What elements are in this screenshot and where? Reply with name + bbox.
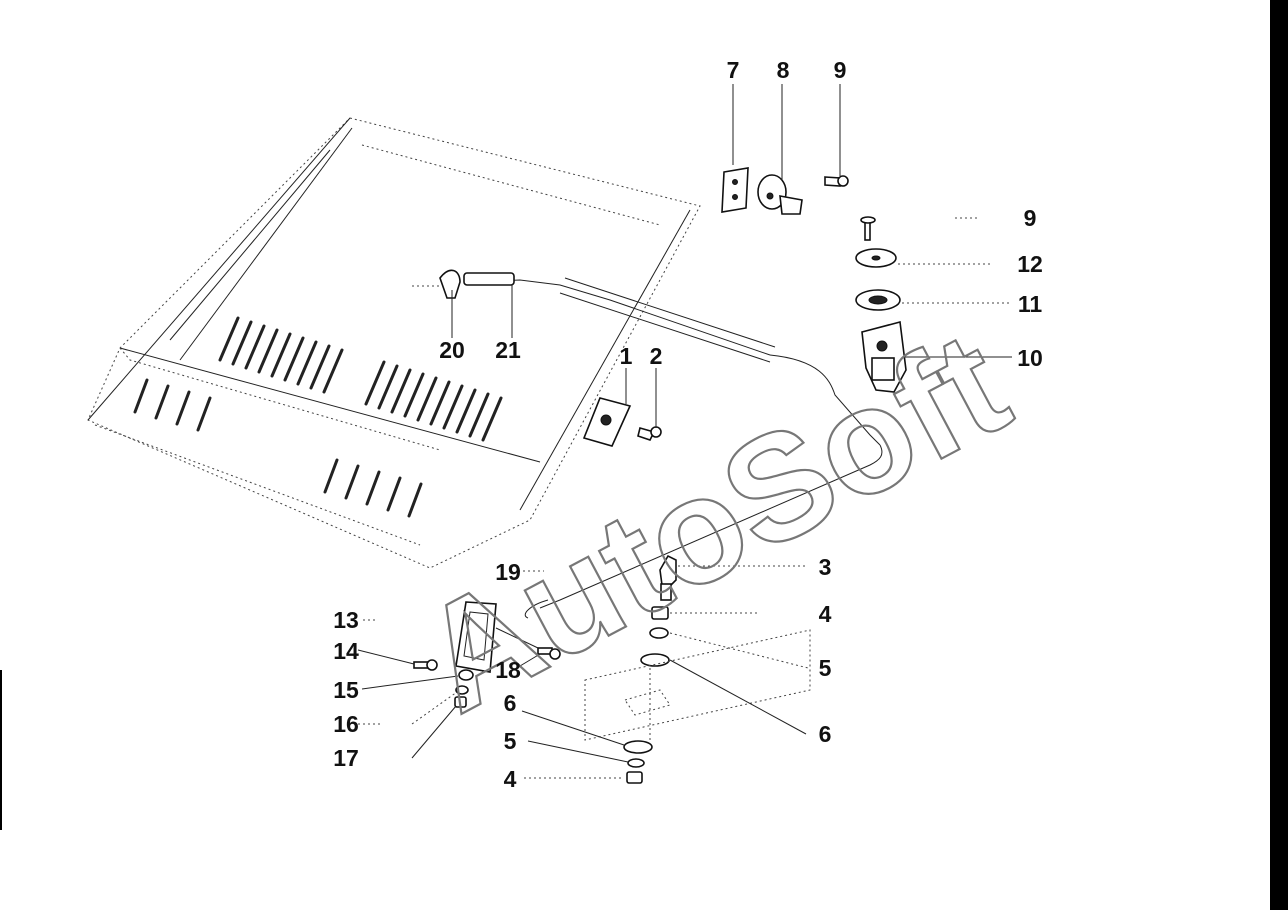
callout-6-left: 6 bbox=[504, 690, 517, 716]
callout-9-top: 9 bbox=[834, 57, 847, 83]
washer-6-upper bbox=[640, 653, 670, 667]
screw-18 bbox=[537, 647, 561, 660]
callout-17: 17 bbox=[333, 745, 359, 771]
release-cable bbox=[439, 269, 883, 619]
callout-9-right: 9 bbox=[1024, 205, 1037, 231]
plate-12 bbox=[855, 248, 897, 268]
screw-9-top bbox=[824, 175, 849, 187]
washer-16 bbox=[455, 685, 469, 695]
callout-7: 7 bbox=[727, 57, 740, 83]
callout-11: 11 bbox=[1018, 291, 1043, 317]
screw-2 bbox=[637, 426, 662, 441]
bracket-1 bbox=[582, 397, 632, 447]
callout-labels: 7 8 9 9 12 11 10 1 2 20 21 3 4 5 6 19 13… bbox=[333, 57, 1043, 792]
callout-21: 21 bbox=[495, 337, 521, 363]
hood-vent-slots bbox=[133, 316, 503, 518]
hinge-plate-7 bbox=[721, 167, 749, 213]
screw-9-right bbox=[860, 216, 876, 241]
rubber-bumper-8 bbox=[757, 174, 803, 215]
callout-4-left: 4 bbox=[504, 766, 517, 792]
callout-2: 2 bbox=[650, 343, 663, 369]
callout-1: 1 bbox=[620, 343, 633, 369]
callout-6-right: 6 bbox=[819, 721, 832, 747]
callout-18: 18 bbox=[495, 657, 521, 683]
callout-19: 19 bbox=[495, 559, 521, 585]
leader-lines bbox=[357, 84, 1012, 779]
hood-panel bbox=[87, 117, 701, 569]
washer-5-upper bbox=[649, 627, 669, 639]
safety-catch-13 bbox=[455, 601, 497, 673]
screw-14 bbox=[413, 659, 438, 671]
watermark-text: AutoSoft bbox=[394, 298, 1032, 744]
callout-5-right: 5 bbox=[819, 655, 832, 681]
callout-10: 10 bbox=[1017, 345, 1043, 371]
right-border bbox=[1270, 0, 1288, 910]
hood-lock-10 bbox=[861, 320, 907, 393]
washer-15 bbox=[458, 669, 474, 681]
striker-pin-3 bbox=[659, 554, 677, 601]
callout-15: 15 bbox=[333, 677, 359, 703]
nut-4-lower bbox=[626, 771, 643, 784]
callout-12: 12 bbox=[1017, 251, 1043, 277]
callout-20: 20 bbox=[439, 337, 465, 363]
callout-16: 16 bbox=[333, 711, 359, 737]
nut-17 bbox=[454, 696, 467, 708]
left-border bbox=[0, 670, 2, 830]
callout-5-left: 5 bbox=[504, 728, 517, 754]
callout-4-right: 4 bbox=[819, 601, 832, 627]
callout-3: 3 bbox=[819, 554, 832, 580]
washer-6-lower bbox=[623, 740, 653, 754]
nut-4-upper bbox=[651, 606, 669, 620]
callout-14: 14 bbox=[333, 638, 359, 664]
gasket-11 bbox=[855, 289, 901, 311]
callout-13: 13 bbox=[333, 607, 359, 633]
callout-8: 8 bbox=[777, 57, 790, 83]
washer-5-lower bbox=[627, 758, 645, 768]
support-plate bbox=[584, 629, 811, 741]
